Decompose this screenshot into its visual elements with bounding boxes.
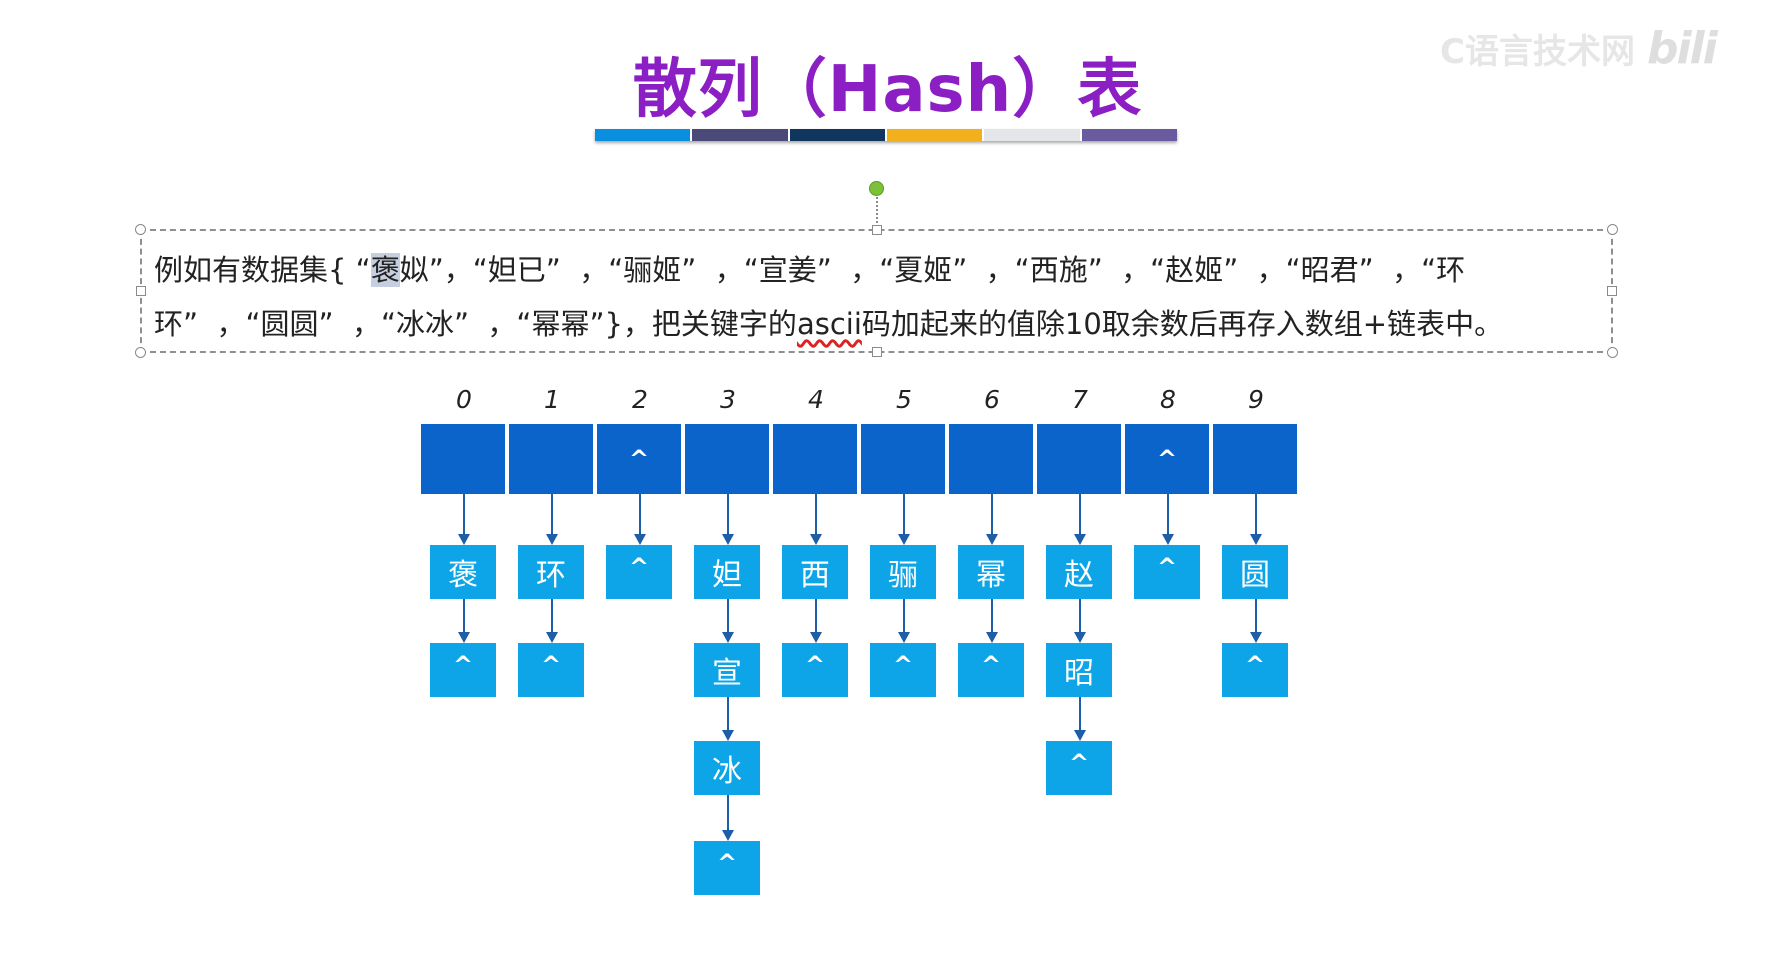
link-arrow	[1074, 599, 1086, 643]
selected-text-box[interactable]	[135, 224, 1618, 358]
chain-node: 宣	[694, 643, 760, 697]
null-node: ^	[1222, 643, 1288, 697]
link-arrow	[722, 795, 734, 841]
link-arrow	[1250, 494, 1262, 545]
null-node: ^	[958, 643, 1024, 697]
bucket-cell	[773, 424, 857, 494]
resize-handle-bottom[interactable]	[872, 347, 882, 357]
null-node: ^	[606, 545, 672, 599]
paragraph-line2-start: 环” ，“圆圆” ，“冰冰” ，“幂幂”}，把关键字的	[154, 307, 797, 341]
paragraph-line2-end: 码加起来的值除10取余数后再存入数组+链表中。	[861, 307, 1504, 341]
chain-node: 冰	[694, 741, 760, 795]
bucket-index-label: 3	[720, 385, 736, 414]
link-arrow	[722, 599, 734, 643]
link-arrow	[898, 494, 910, 545]
color-bar-segment	[692, 129, 790, 141]
link-arrow	[458, 494, 470, 545]
color-bar-segment	[1081, 129, 1177, 141]
link-arrow	[898, 599, 910, 643]
color-bar-segment	[886, 129, 985, 141]
link-arrow	[546, 494, 558, 545]
null-node: ^	[694, 841, 760, 895]
bucket-cell: ^	[1125, 424, 1209, 494]
watermark: C语言技术网 bili	[1440, 18, 1770, 78]
bucket-index-label: 5	[896, 385, 912, 414]
link-arrow	[810, 494, 822, 545]
bucket-cell	[1213, 424, 1297, 494]
color-bar-segment	[595, 129, 693, 141]
bucket-index-label: 7	[1072, 385, 1088, 414]
chain-node: 幂	[958, 545, 1024, 599]
bucket-index-label: 2	[632, 385, 648, 414]
resize-handle-right[interactable]	[1607, 286, 1617, 296]
rotate-connector	[876, 197, 878, 227]
null-node: ^	[1046, 741, 1112, 795]
resize-handle-top-left[interactable]	[135, 224, 146, 235]
chain-node: 妲	[694, 545, 760, 599]
title-color-bar	[595, 129, 1177, 141]
chain-node: 褒	[430, 545, 496, 599]
resize-handle-bottom-right[interactable]	[1607, 347, 1618, 358]
null-node: ^	[782, 643, 848, 697]
chain-node: 环	[518, 545, 584, 599]
watermark-text: C语言技术网	[1440, 31, 1635, 72]
null-node: ^	[430, 643, 496, 697]
chain-node: 赵	[1046, 545, 1112, 599]
color-bar-segment	[789, 129, 887, 141]
slide-title: 散列（Hash）表	[632, 53, 1143, 127]
resize-handle-left[interactable]	[136, 286, 146, 296]
bucket-cell	[685, 424, 769, 494]
link-arrow	[722, 494, 734, 545]
paragraph-line1-end: 姒”，“妲已” ，“骊姬” ，“宣姜” ，“夏姬” ，“西施” ，“赵姬” ，“…	[399, 253, 1466, 287]
link-arrow	[1074, 494, 1086, 545]
bucket-index-label: 6	[984, 385, 1000, 414]
bucket-cell	[949, 424, 1033, 494]
bucket-index-label: 9	[1248, 385, 1264, 414]
bucket-cell	[509, 424, 593, 494]
link-arrow	[1162, 494, 1174, 545]
rotate-handle[interactable]	[869, 181, 884, 196]
bilibili-logo-icon: bili	[1646, 22, 1718, 74]
bucket-index-label: 4	[808, 385, 824, 414]
link-arrow	[986, 494, 998, 545]
link-arrow	[546, 599, 558, 643]
spellcheck-underlined-word: ascii	[796, 307, 862, 341]
link-arrow	[634, 494, 646, 545]
link-arrow	[458, 599, 470, 643]
chain-node: 昭	[1046, 643, 1112, 697]
bucket-cell	[861, 424, 945, 494]
bucket-cell: ^	[597, 424, 681, 494]
null-node: ^	[518, 643, 584, 697]
bucket-cell	[1037, 424, 1121, 494]
color-bar-segment	[984, 129, 1082, 141]
bucket-index-label: 0	[456, 385, 472, 414]
link-arrow	[986, 599, 998, 643]
link-arrow	[1074, 697, 1086, 741]
link-arrow	[722, 697, 734, 741]
chain-node: 西	[782, 545, 848, 599]
resize-handle-top-right[interactable]	[1607, 224, 1618, 235]
link-arrow	[810, 599, 822, 643]
bucket-index-label: 8	[1160, 385, 1176, 414]
description-paragraph[interactable]: 例如有数据集{ “褒姒”，“妲已” ，“骊姬” ，“宣姜” ，“夏姬” ，“西施…	[154, 243, 1604, 351]
resize-handle-top[interactable]	[872, 225, 882, 235]
text-selection-highlight: 褒	[370, 253, 400, 287]
paragraph-line1-start: 例如有数据集{ “	[154, 253, 371, 287]
chain-node: 骊	[870, 545, 936, 599]
link-arrow	[1250, 599, 1262, 643]
resize-handle-bottom-left[interactable]	[135, 347, 146, 358]
chain-node: 圆	[1222, 545, 1288, 599]
bucket-index-label: 1	[544, 385, 560, 414]
bucket-cell	[421, 424, 505, 494]
null-node: ^	[870, 643, 936, 697]
null-node: ^	[1134, 545, 1200, 599]
